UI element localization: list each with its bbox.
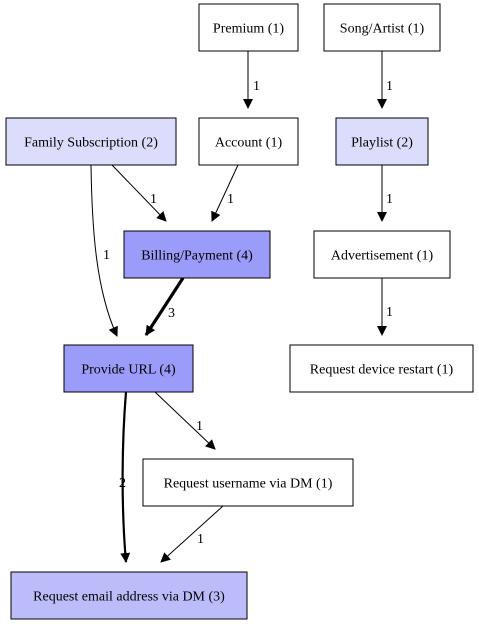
- edge-line: [120, 391, 131, 563]
- node-advertisement: Advertisement (1): [313, 230, 451, 279]
- edge-weight-label: 1: [227, 192, 234, 207]
- edge-weight-label: 1: [386, 305, 393, 320]
- edge-family_subscription-to-provide_url: 1: [90, 164, 118, 337]
- edge-playlist-to-advertisement: 1: [377, 165, 393, 222]
- node-family-subscription: Family Subscription (2): [5, 117, 177, 166]
- node-request-device-restart: Request device restart (1): [289, 344, 474, 393]
- node-box: [323, 3, 441, 52]
- node-box: [335, 117, 429, 166]
- node-label: Song/Artist (1): [340, 22, 425, 37]
- edge-advertisement-to-request_device_restart: 1: [377, 278, 393, 336]
- edge-song_artist-to-playlist: 1: [377, 51, 393, 109]
- edge-weight-label: 1: [253, 79, 260, 94]
- edge-weight-label: 1: [197, 532, 204, 547]
- node-playlist: Playlist (2): [335, 117, 429, 166]
- edge-line: [111, 164, 167, 222]
- node-box: [313, 230, 451, 279]
- edge-line: [154, 391, 216, 450]
- node-label: Advertisement (1): [331, 249, 434, 264]
- edge-weight-label: 1: [196, 419, 203, 434]
- edge-billing_payment-to-provide_url: 3: [144, 277, 185, 336]
- node-label: Request device restart (1): [310, 363, 454, 378]
- edge-weight-label: 1: [386, 192, 393, 207]
- edge-provide_url-to-request_username_dm: 1: [154, 391, 216, 450]
- node-label: Request username via DM (1): [164, 477, 333, 492]
- node-billing-payment: Billing/Payment (4): [123, 230, 271, 279]
- edge-provide_url-to-request_email_dm: 2: [119, 391, 131, 563]
- edge-weight-label: 1: [386, 79, 393, 94]
- edges-layer: 1 1 1 1 1 1 3 1 1 2 1: [90, 51, 393, 563]
- node-label: Account (1): [215, 136, 283, 151]
- node-label: Request email address via DM (3): [33, 590, 225, 605]
- node-box: [198, 3, 299, 52]
- edge-account-to-billing_payment: 1: [211, 164, 239, 222]
- node-request-email-dm: Request email address via DM (3): [10, 571, 248, 620]
- edge-request_username_dm-to-request_email_dm: 1: [160, 505, 224, 563]
- node-box: [63, 344, 194, 393]
- edge-line: [211, 164, 239, 222]
- edge-line: [90, 164, 118, 337]
- node-premium: Premium (1): [198, 3, 299, 52]
- node-label: Premium (1): [213, 22, 284, 37]
- node-song-artist: Song/Artist (1): [323, 3, 441, 52]
- nodes-layer: Premium (1) Song/Artist (1) Family Subscri…: [5, 3, 474, 620]
- node-box: [289, 344, 474, 393]
- node-box: [198, 117, 299, 166]
- edge-line: [160, 505, 224, 563]
- node-box: [142, 458, 354, 507]
- node-account: Account (1): [198, 117, 299, 166]
- node-request-username-dm: Request username via DM (1): [142, 458, 354, 507]
- edge-premium-to-account: 1: [243, 51, 260, 109]
- node-provide-url: Provide URL (4): [63, 344, 194, 393]
- edge-weight-label: 2: [119, 476, 126, 491]
- edge-weight-label: 1: [103, 248, 110, 263]
- node-box: [123, 230, 271, 279]
- node-label: Provide URL (4): [81, 363, 176, 378]
- node-label: Family Subscription (2): [24, 136, 158, 151]
- edge-line: [144, 277, 185, 336]
- node-label: Playlist (2): [351, 136, 413, 151]
- node-label: Billing/Payment (4): [141, 249, 253, 264]
- node-box: [5, 117, 177, 166]
- edge-weight-label: 3: [168, 306, 175, 321]
- node-box: [10, 571, 248, 620]
- edge-weight-label: 1: [150, 192, 157, 207]
- edge-family_subscription-to-billing_payment: 1: [111, 164, 167, 222]
